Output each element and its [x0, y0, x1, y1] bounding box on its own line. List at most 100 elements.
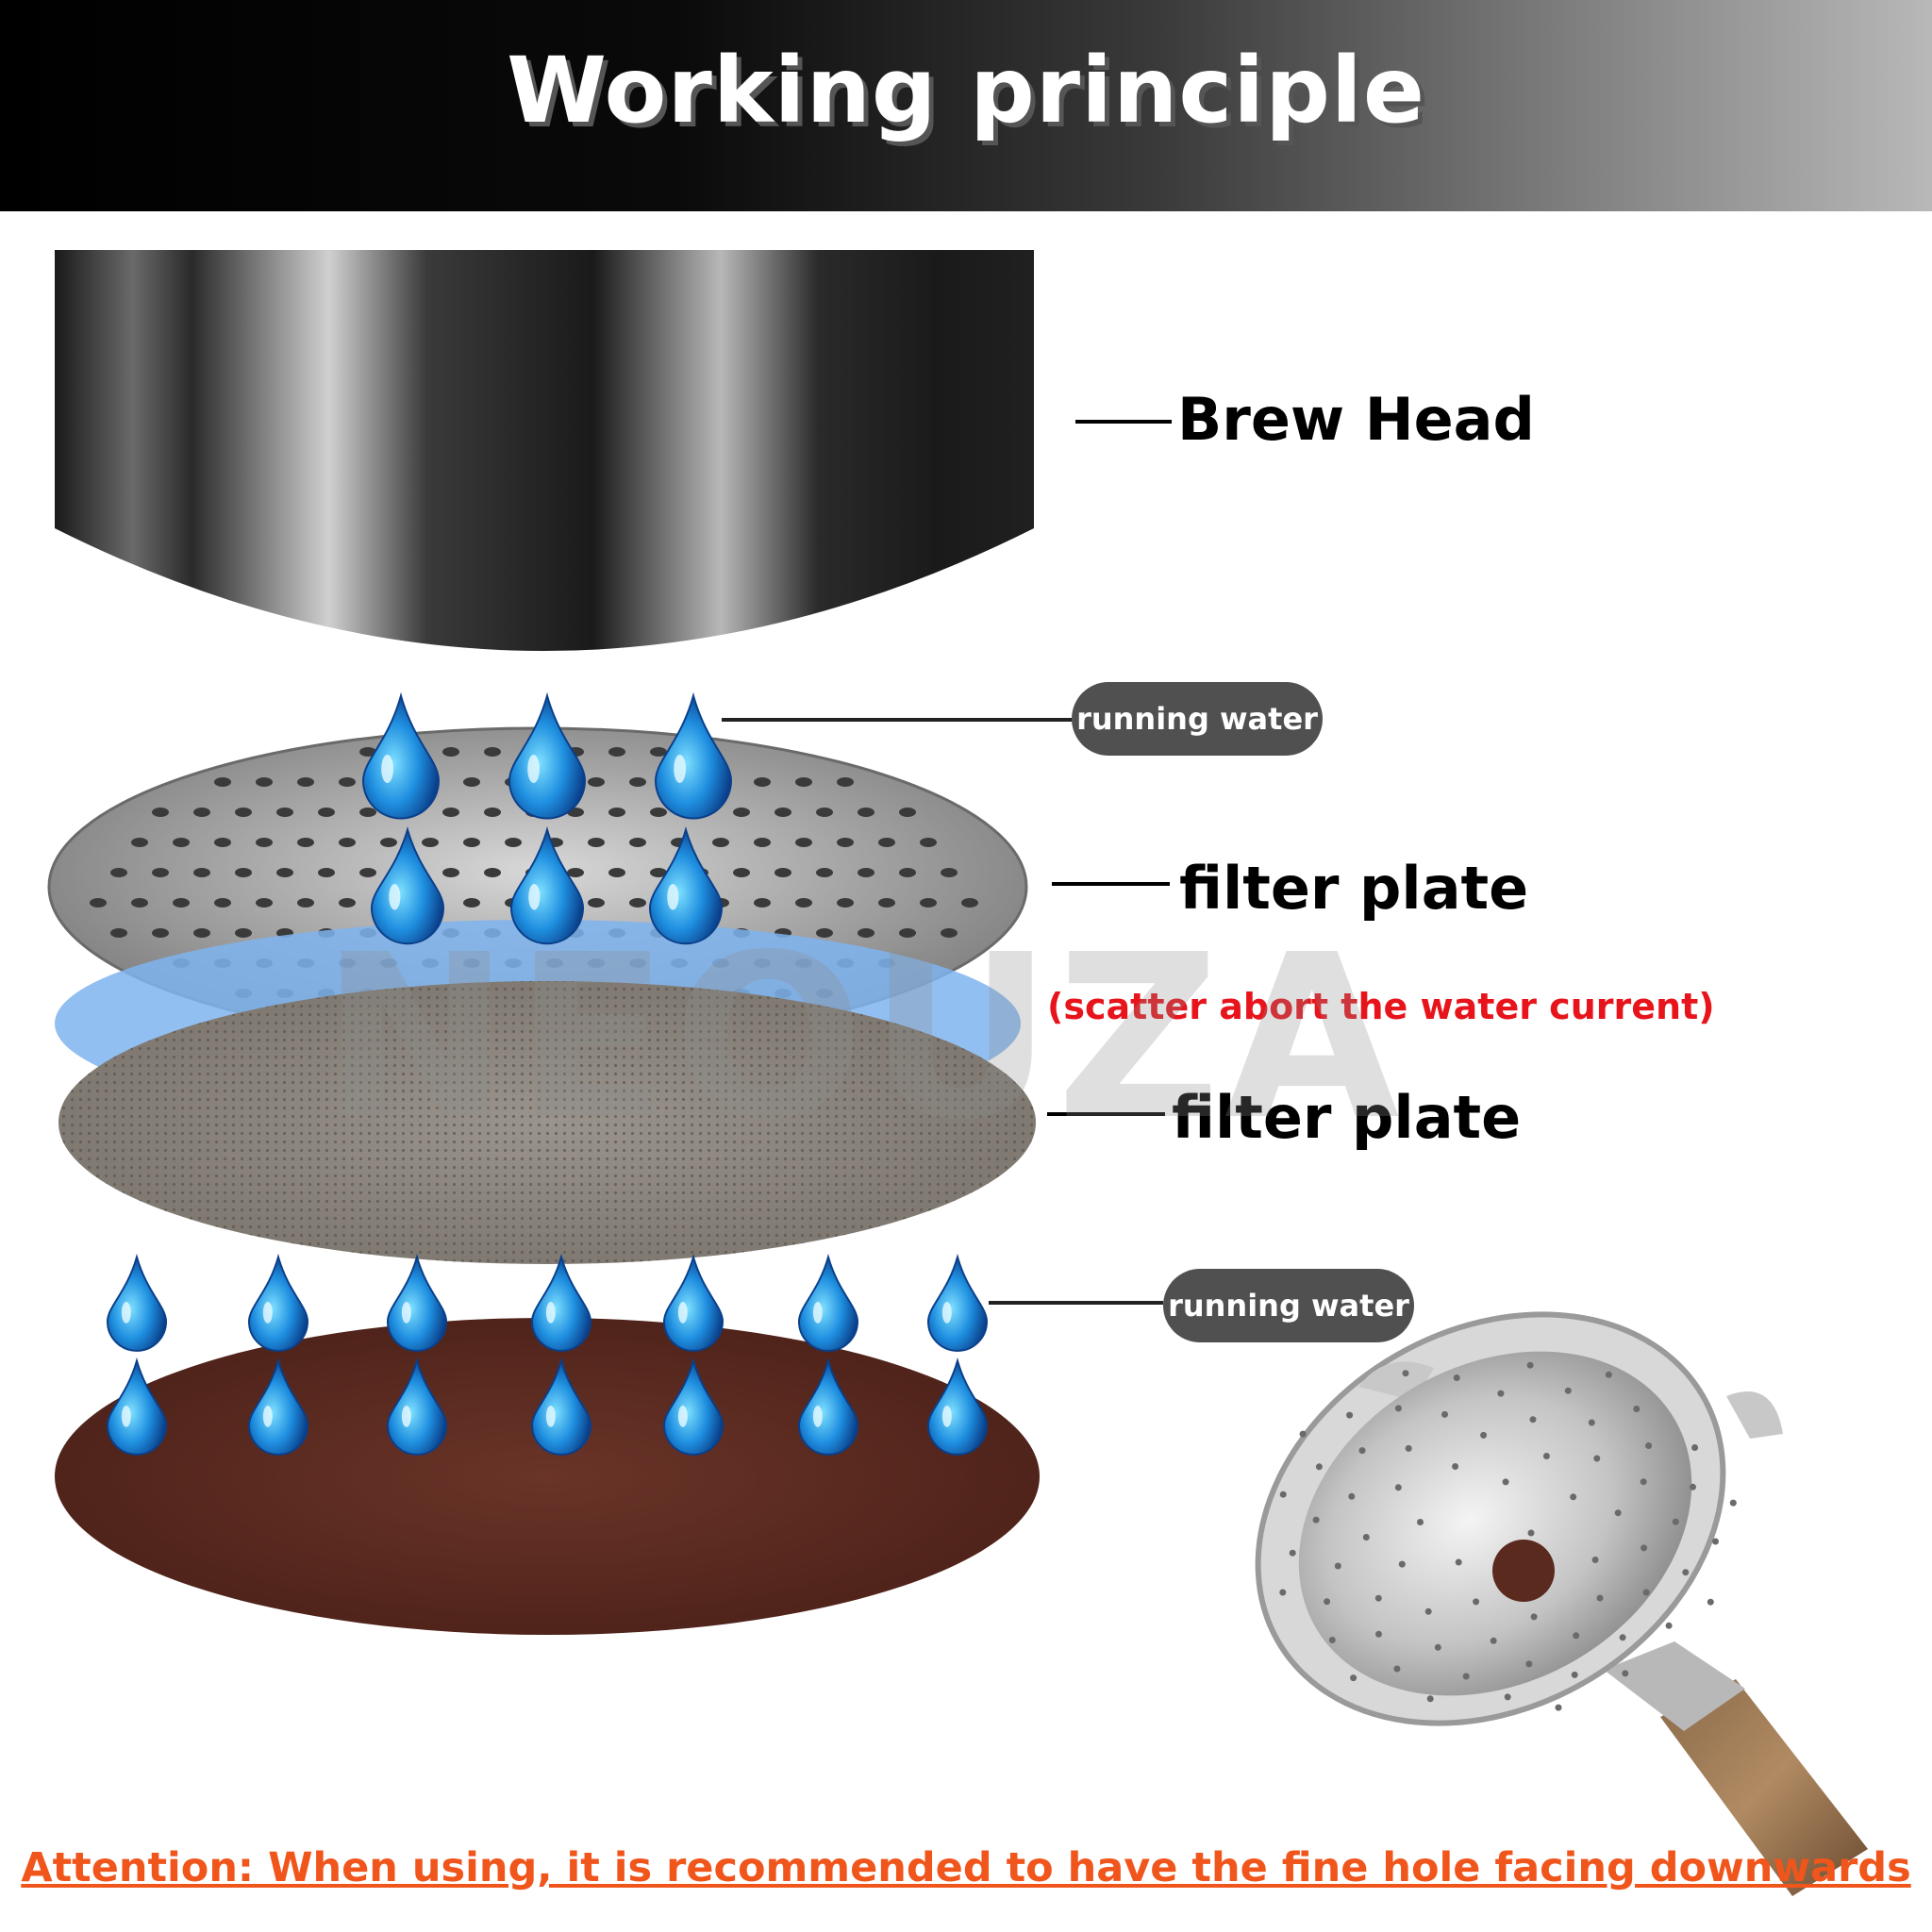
- portafilter-hole: [1473, 1598, 1480, 1606]
- water-drop-highlight: [941, 1302, 952, 1324]
- portafilter-hole: [1588, 1419, 1595, 1426]
- portafilter-hole: [1633, 1406, 1641, 1412]
- water-drop-icon: [386, 1253, 448, 1352]
- water-drop-icon: [106, 1253, 168, 1352]
- portafilter-hole: [1497, 1390, 1505, 1397]
- water-drop-highlight: [381, 755, 393, 783]
- plate-hole: [131, 838, 148, 847]
- plate-hole: [754, 898, 771, 908]
- portafilter-hole: [1279, 1491, 1287, 1498]
- portafilter-hole: [1362, 1534, 1370, 1541]
- portafilter-hole: [1402, 1370, 1409, 1377]
- portafilter-hole: [1573, 1632, 1580, 1640]
- water-drop-highlight: [121, 1406, 131, 1427]
- plate-hole: [442, 868, 459, 877]
- plate-hole: [774, 868, 791, 877]
- plate-hole: [588, 838, 605, 847]
- plate-hole: [318, 808, 335, 817]
- water-drop-highlight: [677, 1406, 688, 1427]
- portafilter-hole: [1452, 1463, 1459, 1470]
- portafilter-hole: [1525, 1660, 1533, 1668]
- plate-hole: [878, 898, 895, 908]
- portafilter-hole: [1527, 1529, 1535, 1537]
- portafilter-hole: [1691, 1444, 1699, 1451]
- plate-hole: [795, 898, 812, 908]
- plate-hole: [276, 868, 293, 877]
- portafilter-hole: [1555, 1704, 1562, 1711]
- water-drop-highlight: [527, 755, 540, 783]
- portafilter-hole: [1672, 1518, 1679, 1525]
- plate-hole: [650, 747, 667, 757]
- portafilter-hole: [1571, 1671, 1578, 1678]
- portafilter-hole: [1480, 1431, 1488, 1439]
- pill-running-water-top: running water: [1072, 682, 1323, 756]
- plate-hole: [899, 928, 916, 938]
- water-drop-icon: [926, 1357, 989, 1456]
- plate-hole: [235, 868, 252, 877]
- plate-hole: [131, 898, 148, 908]
- portafilter-hole: [1346, 1411, 1354, 1419]
- plate-hole: [588, 898, 605, 908]
- plate-hole: [463, 898, 480, 908]
- plate-hole: [629, 898, 646, 908]
- plate-hole: [256, 838, 273, 847]
- header-banner: Working principle: [0, 0, 1932, 211]
- plate-hole: [629, 777, 646, 787]
- water-drop-icon: [106, 1357, 168, 1456]
- plate-hole: [339, 777, 356, 787]
- water-drop-icon: [361, 691, 441, 820]
- plate-hole: [754, 777, 771, 787]
- plate-hole: [837, 838, 854, 847]
- page-title: Working principle: [507, 38, 1425, 143]
- plate-hole: [899, 868, 916, 877]
- portafilter-hole: [1529, 1416, 1537, 1424]
- portafilter-hole: [1682, 1569, 1690, 1576]
- plate-hole: [505, 838, 522, 847]
- water-drop-icon: [662, 1253, 724, 1352]
- portafilter-hole: [1289, 1549, 1296, 1557]
- plate-hole: [774, 808, 791, 817]
- portafilter-illustration: [1255, 1311, 1868, 1896]
- water-drop-icon: [662, 1357, 724, 1456]
- brew-head: [55, 250, 1034, 651]
- portafilter-hole: [1622, 1670, 1629, 1677]
- plate-hole: [837, 898, 854, 908]
- attention-note: Attention: When using, it is recommended…: [21, 1844, 1911, 1891]
- plate-hole: [754, 838, 771, 847]
- water-drop-highlight: [812, 1406, 823, 1427]
- portafilter-hole: [1348, 1492, 1356, 1500]
- portafilter-hole: [1526, 1361, 1534, 1369]
- water-drop-icon: [247, 1357, 309, 1456]
- plate-hole: [422, 838, 439, 847]
- water-drop-highlight: [401, 1302, 411, 1324]
- plate-hole: [463, 838, 480, 847]
- plate-hole: [629, 838, 646, 847]
- water-drop-icon: [654, 691, 733, 820]
- portafilter-hole: [1334, 1562, 1341, 1570]
- portafilter-hole: [1690, 1483, 1696, 1491]
- plate-hole: [816, 808, 833, 817]
- water-drops: [106, 691, 989, 1456]
- plate-hole: [152, 868, 169, 877]
- portafilter-hole: [1619, 1634, 1626, 1641]
- portafilter-hole: [1434, 1643, 1441, 1651]
- portafilter-hole: [1707, 1598, 1714, 1606]
- plate-hole: [899, 808, 916, 817]
- plate-hole: [484, 808, 501, 817]
- plate-hole: [297, 898, 314, 908]
- portafilter-hole: [1641, 1544, 1648, 1552]
- portafilter-hole: [1426, 1695, 1434, 1703]
- plate-hole: [920, 898, 937, 908]
- plate-hole: [193, 868, 210, 877]
- portafilter-hole: [1614, 1509, 1622, 1517]
- plate-hole: [235, 808, 252, 817]
- plate-hole: [339, 838, 356, 847]
- portafilter-hole: [1394, 1405, 1402, 1412]
- portafilter-hole: [1299, 1430, 1307, 1438]
- plate-hole: [858, 808, 874, 817]
- water-drop-highlight: [121, 1302, 131, 1324]
- plate-hole: [214, 838, 231, 847]
- water-drop-highlight: [545, 1406, 556, 1427]
- portafilter-hole: [1393, 1665, 1401, 1673]
